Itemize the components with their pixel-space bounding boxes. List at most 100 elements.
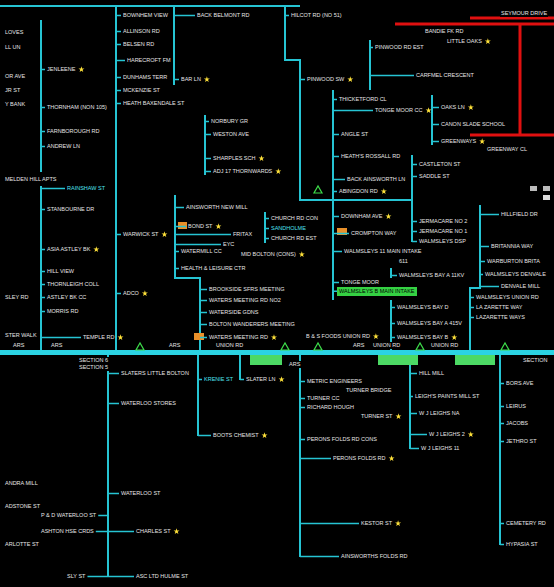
switch-box: [194, 333, 204, 340]
branch-line: [200, 312, 207, 314]
branch-line: [470, 317, 474, 319]
feeder-label: LL UN: [4, 44, 21, 51]
branch-line: [432, 124, 439, 126]
feeder-label: ADJ 17 THORNWARDS: [212, 168, 273, 175]
feeder-label: AINSWORTH NEW MILL: [185, 204, 249, 211]
branch-line: [175, 207, 184, 209]
substation-star: [204, 76, 210, 82]
feeder-line: [108, 355, 500, 577]
feeder-label: METRIC ENGINEERS: [306, 378, 363, 385]
feeder-label: GREENWAYS: [440, 138, 477, 145]
substation-star: [78, 66, 84, 72]
branch-line: [96, 531, 108, 533]
feeder-label: CANON SLADE SCHOOL: [440, 121, 506, 128]
triangle-marker: [416, 343, 424, 350]
feeder-label: CHURCH RD EST: [270, 235, 318, 242]
feeder-label: W J LEIGHS NA: [418, 410, 460, 417]
branch-line: [265, 228, 269, 230]
feeder-label: ARS: [12, 342, 25, 349]
branch-line: [333, 110, 373, 112]
branch-line: [410, 396, 413, 398]
feeder-label: SLATER LN: [245, 376, 277, 383]
branch-line: [265, 238, 269, 240]
feeder-label: LOVES: [4, 29, 24, 36]
feeder-label: PINWOOD SW: [306, 76, 345, 83]
intake-text: WALMSLEYS B MAIN INTAKE: [339, 288, 415, 295]
feeder-label: THORNLEIGH COLL: [46, 281, 100, 288]
branch-line: [41, 284, 45, 286]
feeder-label: THICKETFORD CL: [338, 96, 388, 103]
feeder-label: WARWICK ST: [122, 231, 159, 238]
substation-star: [161, 231, 167, 237]
feeder-label: SANDHOLME: [270, 225, 307, 232]
substation-star: [347, 76, 353, 82]
feeder-line: [204, 115, 206, 175]
feeder-label: SLY ST: [66, 573, 86, 580]
branch-line: [41, 311, 45, 313]
branch-line: [41, 107, 45, 109]
feeder-label: MCKENZIE ST: [122, 87, 161, 94]
substation-star: [93, 246, 99, 252]
feeder-label: WALMSLEYS BAY B: [396, 334, 449, 341]
bus-section-box: [378, 355, 418, 365]
branch-line: [205, 134, 211, 136]
branch-line: [300, 439, 305, 441]
feeder-label: W J LEIGHS 2: [428, 431, 466, 438]
branch-line: [333, 251, 342, 253]
feeder-label: TEMPLE RD: [82, 334, 115, 341]
feeder-label: SADDLE ST: [418, 173, 451, 180]
feeder-label: JERMACARE NO 2: [418, 218, 468, 225]
branch-line: [391, 337, 395, 339]
branch-line: [333, 134, 339, 136]
feeder-label: LITTLE OAKS: [446, 38, 483, 45]
feeder-label: ASC LTD HULME ST: [135, 573, 189, 580]
branch-line: [480, 246, 489, 248]
branch-line: [108, 373, 119, 375]
branch-line: [41, 146, 45, 148]
feeder-line: [175, 195, 200, 350]
feeder-label: KESTOR ST: [360, 520, 393, 527]
feeder-label: BOWNHEM VIEW: [122, 12, 169, 19]
feeder-label: WALMSLEYS UNION RD: [475, 294, 540, 301]
feeder-label: WATERMILL CC: [180, 248, 223, 255]
feeder-label: FARNBOROUGH RD: [46, 128, 101, 135]
branch-line: [41, 209, 45, 211]
feeder-line: [431, 95, 433, 145]
branch-line: [175, 226, 186, 228]
branch-line: [108, 493, 119, 495]
feeder-label: STER WALK: [4, 332, 38, 339]
feeder-label: ASHTON HSE CRDS: [40, 528, 95, 535]
feeder-line: [332, 90, 334, 300]
feeder-label: ARLOTTE ST: [4, 541, 40, 548]
branch-line: [205, 158, 211, 160]
branch-line: [500, 383, 504, 385]
triangle-group: [136, 186, 509, 350]
branch-line: [300, 398, 305, 400]
feeder-line: [411, 155, 413, 242]
branch-line: [432, 107, 439, 109]
feeder-label: ARS: [288, 361, 301, 368]
red-feeder-line: [395, 18, 554, 135]
feeder-label: CHURCH RD CON: [270, 215, 319, 222]
feeder-label: BAR LN: [180, 76, 202, 83]
feeder-label: KRENIE ST: [203, 376, 234, 383]
feeder-label: HEALTH & LEISURE CTR: [180, 265, 246, 272]
feeder-label: TURNER BRIDGE: [345, 387, 393, 394]
feeder-line: [115, 6, 117, 350]
triangle-marker: [136, 343, 144, 350]
substation-star: [485, 38, 491, 44]
substation-star: [479, 138, 485, 144]
substation-star: [468, 431, 474, 437]
feeder-label: JERMACARE NO 1: [418, 228, 468, 235]
branch-line: [333, 179, 345, 181]
branch-line: [116, 103, 121, 105]
branch-line: [175, 251, 179, 253]
feeder-label: HILCOT RD (NO 51): [290, 12, 343, 19]
feeder-label: WALMSLEYS BAY D: [396, 304, 450, 311]
substation-star: [426, 107, 432, 113]
branch-line: [265, 218, 269, 220]
branch-line: [205, 171, 211, 173]
feeder-label: W J LEIGHS 11: [420, 445, 460, 452]
feeder-label: WARBURTON BRITA: [486, 258, 541, 265]
